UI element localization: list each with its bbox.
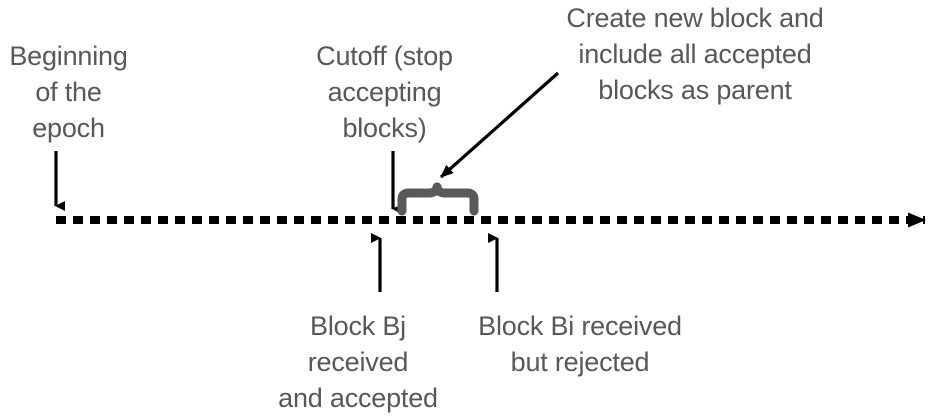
accepted-blocks-brace xyxy=(397,182,479,216)
label-block-bi-rejected: Block Bi received but rejected xyxy=(478,311,682,377)
label-create-new-block: Create new block and include all accepte… xyxy=(566,3,824,105)
label-cutoff: Cutoff (stop accepting blocks) xyxy=(316,41,453,143)
label-block-bj-accepted: Block Bj received and accepted xyxy=(278,311,438,413)
new-block-callout-arrow xyxy=(439,71,560,179)
label-beginning-of-epoch: Beginning of the epoch xyxy=(9,41,128,143)
